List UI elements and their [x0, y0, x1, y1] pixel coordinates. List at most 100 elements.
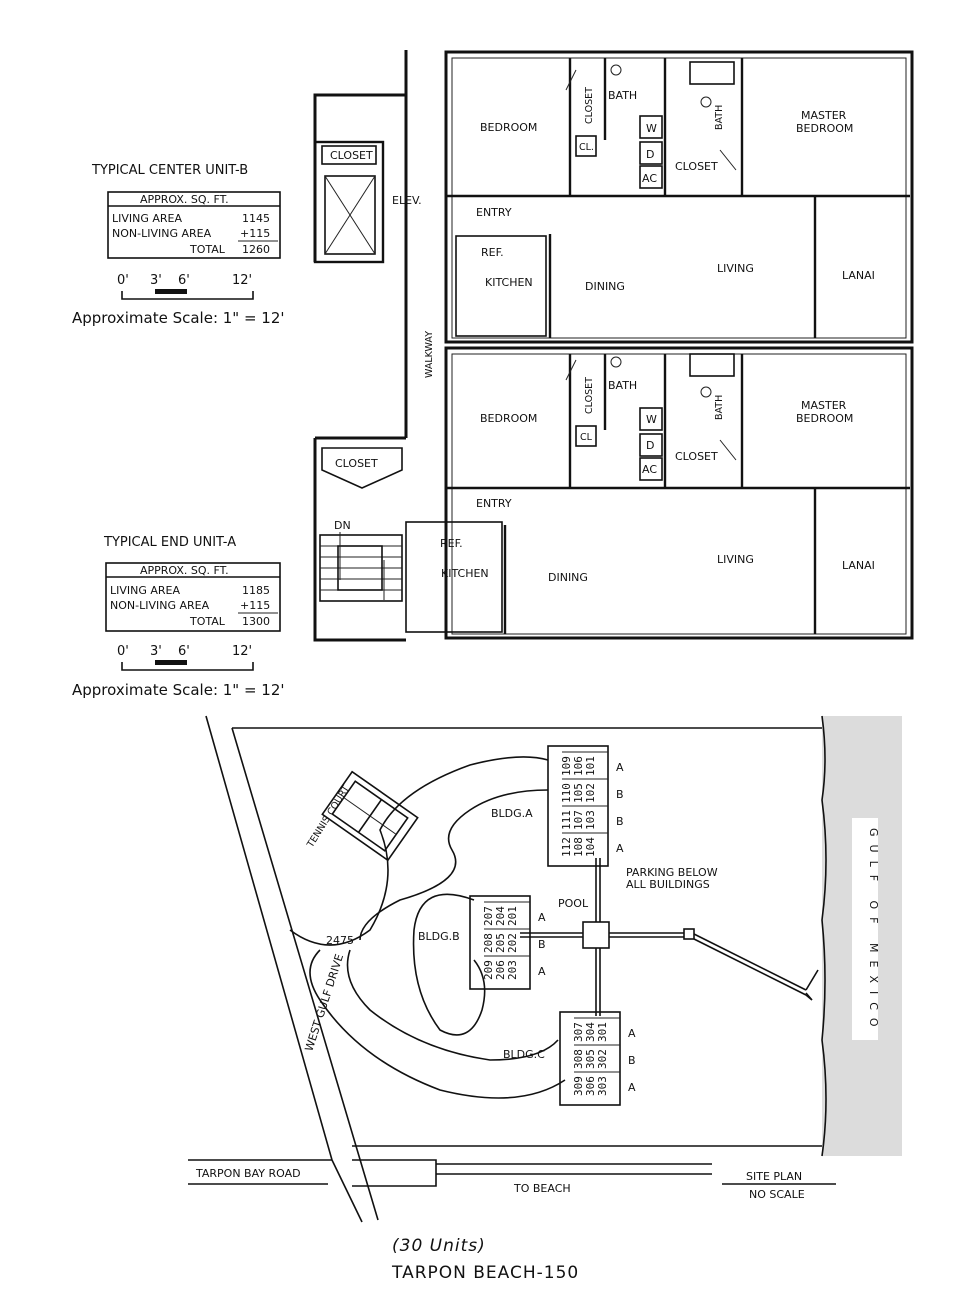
unit-a-kitchen: KITCHEN	[441, 567, 489, 580]
bldg-b-type-0: A	[538, 911, 546, 924]
bldg-a-type-2: B	[616, 815, 624, 828]
unit-a-master-2: BEDROOM	[796, 412, 853, 425]
bldg-b-unit-206: 206	[494, 960, 507, 980]
bldg-b-unit-205: 205	[494, 933, 507, 953]
bldg-c-unit-309: 309	[572, 1076, 585, 1096]
bldg-a-unit-101: 101	[584, 756, 597, 776]
bldg-a-unit-102: 102	[584, 783, 597, 803]
legend-b-tick-6: 6'	[178, 273, 190, 288]
bldg-c-unit-308: 308	[572, 1049, 585, 1069]
bldg-a-unit-103: 103	[584, 810, 597, 830]
unit-b-kitchen-counter	[455, 235, 547, 337]
bldg-c-outline	[559, 1011, 621, 1106]
unit-b-ac: AC	[642, 172, 657, 185]
unit-a-kitchen-counter	[405, 521, 503, 633]
bldg-b-label: BLDG.B	[418, 930, 460, 943]
unit-b-dining: DINING	[585, 280, 625, 293]
bldg-a-unit-112: 112	[560, 837, 573, 857]
unit-b-closet-2: CLOSET	[675, 160, 718, 173]
legend-a-header: APPROX. SQ. FT.	[140, 564, 229, 577]
unit-b-dryer: D	[646, 148, 654, 161]
unit-a-ac: AC	[642, 463, 657, 476]
unit-a-dryer: D	[646, 439, 654, 452]
bldg-c-unit-304: 304	[584, 1022, 597, 1042]
unit-b-closet: CLOSET	[584, 87, 595, 124]
legend-a-tick-12: 12'	[232, 644, 252, 659]
bldg-b-type-2: A	[538, 965, 546, 978]
bldg-c-unit-303: 303	[596, 1076, 609, 1096]
driveway-loop-lower	[309, 949, 566, 1099]
floor-plan: CLOSET ELEV. WALKWAY CLOSET DN	[313, 50, 914, 642]
legend-b-scale-bar	[121, 291, 254, 300]
unit-a-washer: W	[646, 413, 657, 426]
units-count: (30 Units)	[392, 1236, 486, 1256]
parking-label-2: ALL BUILDINGS	[626, 878, 710, 891]
site-plan: GULF OF MEXICO TARPON BAY ROAD TO BEACH …	[188, 715, 902, 1223]
tennis-court-label: TENNIS COURT	[305, 784, 352, 851]
unit-b-bath-2: BATH	[714, 105, 725, 130]
legend-b-table	[107, 191, 281, 259]
bldg-b-unit-201: 201	[506, 906, 519, 926]
bldg-a-unit-107: 107	[572, 810, 585, 830]
bldg-b-type-1: B	[538, 938, 546, 951]
stair-core	[313, 438, 406, 642]
bldg-a-unit-104: 104	[584, 837, 597, 857]
closet-top-box	[321, 145, 377, 165]
unit-b-master-2: BEDROOM	[796, 122, 853, 135]
legend-a-tick-6: 6'	[178, 644, 190, 659]
bldg-c-type-2: A	[628, 1081, 636, 1094]
address-label: 2475	[326, 934, 354, 947]
unit-a-cl: CL	[580, 432, 593, 443]
unit-b-bath-1: BATH	[608, 89, 637, 102]
pool	[582, 921, 610, 949]
bldg-a-unit-111: 111	[560, 810, 573, 830]
legend-a-tick-0: 0'	[117, 644, 129, 659]
legend-b-tick-3: 3'	[150, 273, 162, 288]
tarpon-bay-road-label: TARPON BAY ROAD	[195, 1167, 301, 1180]
bldg-a-unit-106: 106	[572, 756, 585, 776]
legend-b-total-label: TOTAL	[189, 243, 226, 256]
unit-a-bath-1: BATH	[608, 379, 637, 392]
legend-b-total-value: 1260	[242, 243, 270, 256]
closet-top-label: CLOSET	[330, 149, 373, 162]
bldg-a-unit-110: 110	[560, 783, 573, 803]
legend-b-nonliving-label: NON-LIVING AREA	[112, 227, 212, 240]
west-gulf-drive-edge	[205, 715, 333, 1161]
bldg-b-unit-202: 202	[506, 933, 519, 953]
legend-b-tick-0: 0'	[117, 273, 129, 288]
to-beach-label: TO BEACH	[513, 1182, 571, 1195]
bldg-b-unit-204: 204	[494, 906, 507, 926]
driveway-loop-upper	[289, 756, 549, 946]
bldg-c-type-0: A	[628, 1027, 636, 1040]
legend-b-scale-text: Approximate Scale: 1" = 12'	[72, 309, 285, 327]
legend-a-table	[105, 562, 281, 632]
bldg-b-unit-209: 209	[482, 960, 495, 980]
bldg-a-type-3: A	[616, 842, 624, 855]
unit-a-bedroom: BEDROOM	[480, 412, 537, 425]
bldg-c-unit-306: 306	[584, 1076, 597, 1096]
unit-a-closet-2: CLOSET	[675, 450, 718, 463]
unit-a-dining: DINING	[548, 571, 588, 584]
legend-a-scale-text: Approximate Scale: 1" = 12'	[72, 681, 285, 699]
legend-a-total-label: TOTAL	[189, 615, 226, 628]
bldg-b-unit-203: 203	[506, 960, 519, 980]
unit-b-kitchen: KITCHEN	[485, 276, 533, 289]
bldg-c-unit-301: 301	[596, 1022, 609, 1042]
bldg-c-unit-305: 305	[584, 1049, 597, 1069]
unit-b-bedroom: BEDROOM	[480, 121, 537, 134]
elevator-core	[313, 140, 385, 264]
legend-b-tick-12: 12'	[232, 273, 252, 288]
bldg-c-label: BLDG.C	[503, 1048, 545, 1061]
legend-a-tick-3: 3'	[150, 644, 162, 659]
bldg-a-unit-108: 108	[572, 837, 585, 857]
unit-a-living: LIVING	[717, 553, 754, 566]
gulf-label: GULF OF MEXICO	[867, 828, 880, 1035]
pool-label: POOL	[558, 897, 589, 910]
legend-a-total-value: 1300	[242, 615, 270, 628]
bldg-a-unit-109: 109	[560, 756, 573, 776]
bldg-a-type-1: B	[616, 788, 624, 801]
walkway-label: WALKWAY	[424, 331, 435, 378]
